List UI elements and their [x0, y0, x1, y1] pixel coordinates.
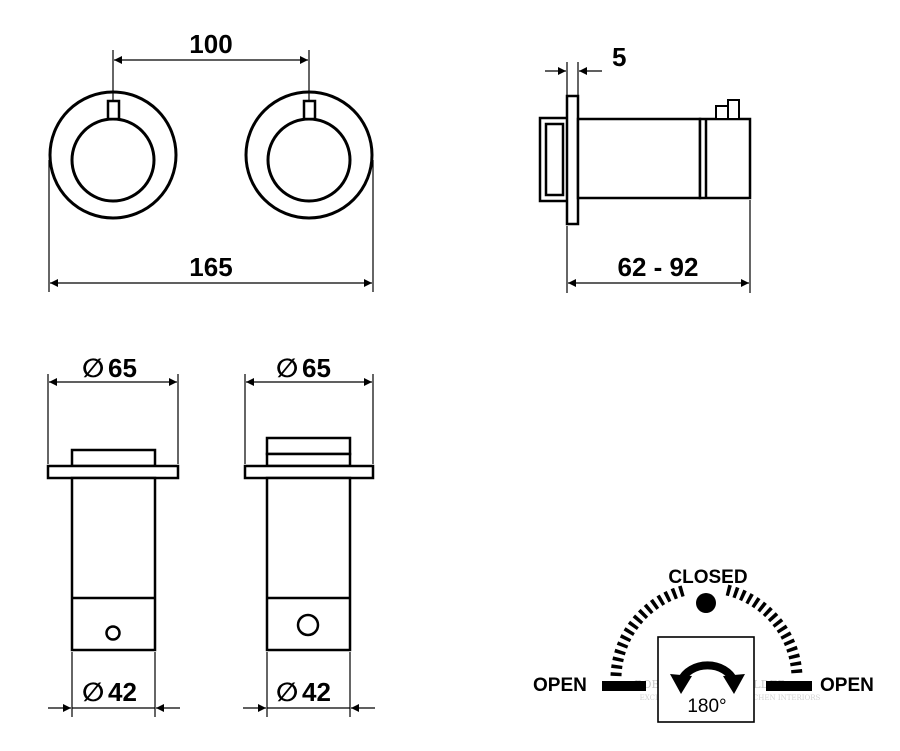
open-bar-left — [602, 681, 646, 691]
valve-view-left: ∅ 65 ∅ 42 — [46, 353, 180, 717]
dimension-depth-label: 62 - 92 — [618, 252, 699, 282]
dimension-outer-diameter-right-label: 65 — [302, 353, 331, 383]
open-label-right: OPEN — [820, 675, 874, 696]
rotate-arrow-icon — [670, 661, 745, 694]
closed-label: CLOSED — [668, 567, 747, 588]
dimension-spacing: 100 — [112, 29, 310, 102]
dimension-depth: 62 - 92 — [566, 200, 751, 293]
valve-view-right: ∅ 65 ∅ 42 — [243, 353, 375, 717]
dimension-thickness: 5 — [545, 42, 626, 96]
rotation-angle-label: 180° — [687, 696, 726, 717]
dimension-thickness-label: 5 — [612, 42, 626, 72]
front-view: 100 165 — [48, 29, 374, 292]
dimension-overall-label: 165 — [189, 252, 232, 282]
dimension-overall: 165 — [48, 160, 374, 292]
diameter-symbol: ∅ — [82, 677, 104, 707]
dimension-spacing-label: 100 — [189, 29, 232, 59]
dimension-inner-diameter-left-label: 42 — [108, 677, 137, 707]
diameter-symbol: ∅ — [276, 677, 298, 707]
front-knob-left — [48, 90, 178, 220]
closed-position-dot — [696, 593, 716, 613]
dimension-outer-diameter-left: ∅ 65 — [47, 353, 179, 464]
side-view: 5 62 - 92 — [538, 42, 752, 293]
dimension-outer-diameter-left-label: 65 — [108, 353, 137, 383]
open-label-left: OPEN — [533, 675, 587, 696]
diameter-symbol: ∅ — [82, 353, 104, 383]
dimension-inner-diameter-right: ∅ 42 — [243, 652, 375, 717]
dimension-outer-diameter-right: ∅ 65 — [244, 353, 374, 464]
front-knob-right — [244, 90, 374, 220]
open-bar-right — [766, 681, 812, 691]
dimension-inner-diameter-left: ∅ 42 — [48, 652, 180, 717]
dimension-inner-diameter-right-label: 42 — [302, 677, 331, 707]
rotation-diagram: BOBBY'S QUICK BUILDER EXCLUSIVE BATHROOM… — [533, 567, 874, 723]
diameter-symbol: ∅ — [276, 353, 298, 383]
